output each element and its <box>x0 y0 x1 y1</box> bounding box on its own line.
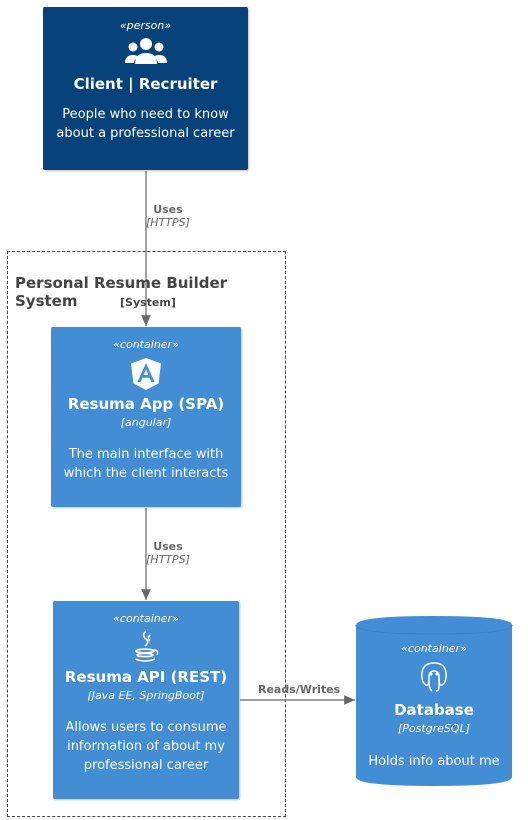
db-name: Database <box>394 701 474 719</box>
api-stereotype: «container» <box>113 612 179 625</box>
postgresql-icon <box>417 660 451 694</box>
person-stereotype: «person» <box>119 19 172 32</box>
api-desc-line-2: information of about my <box>67 739 225 754</box>
person-group-icon <box>123 37 169 67</box>
person-name: Client | Recruiter <box>73 75 218 93</box>
container-resuma-api[interactable]: «container» Resuma API (REST) [Java EE, … <box>53 601 239 799</box>
edge-label-person-app: Uses [HTTPS] <box>146 203 190 229</box>
app-stereotype: «container» <box>113 338 179 351</box>
app-name: Resuma App (SPA) <box>67 395 225 413</box>
angular-icon <box>129 357 163 391</box>
person-desc-line-2: about a professional career <box>56 126 235 141</box>
edge-person-app-tech: [HTTPS] <box>146 216 190 229</box>
boundary-type: [System] <box>120 296 176 309</box>
person-desc-line-1: People who need to know <box>62 107 229 122</box>
system-boundary <box>7 251 286 817</box>
edge-api-db-label: Reads/Writes <box>258 683 341 696</box>
edge-app-api-tech: [HTTPS] <box>146 553 190 566</box>
app-tech: [angular] <box>120 416 172 429</box>
db-desc-line-1: Holds info about me <box>368 754 500 769</box>
db-tech: [PostgreSQL] <box>397 722 471 735</box>
edge-label-api-db: Reads/Writes <box>258 683 340 696</box>
database-cylinder-shape <box>355 616 513 786</box>
edge-person-app-label: Uses <box>153 203 183 216</box>
api-name: Resuma API (REST) <box>64 668 228 686</box>
person-client-recruiter[interactable]: «person» Client | Recruiter People who n… <box>43 7 248 170</box>
edge-app-api-label: Uses <box>153 540 183 553</box>
java-icon <box>131 629 161 665</box>
api-tech: [Java EE, SpringBoot] <box>87 689 205 702</box>
container-resuma-app[interactable]: «container» Resuma App (SPA) [angular] T… <box>51 327 241 507</box>
edge-label-app-api: Uses [HTTPS] <box>146 540 190 566</box>
api-desc-line-3: professional career <box>83 758 209 773</box>
app-desc-line-1: The main interface with <box>68 447 224 462</box>
boundary-name: Personal Resume Builder System <box>15 274 228 310</box>
app-desc-line-2: which the client interacts <box>63 466 229 481</box>
db-stereotype: «container» <box>401 642 467 655</box>
api-desc-line-1: Allows users to consume <box>65 720 227 735</box>
container-database[interactable]: «container» Database [PostgreSQL] Holds … <box>355 615 513 787</box>
